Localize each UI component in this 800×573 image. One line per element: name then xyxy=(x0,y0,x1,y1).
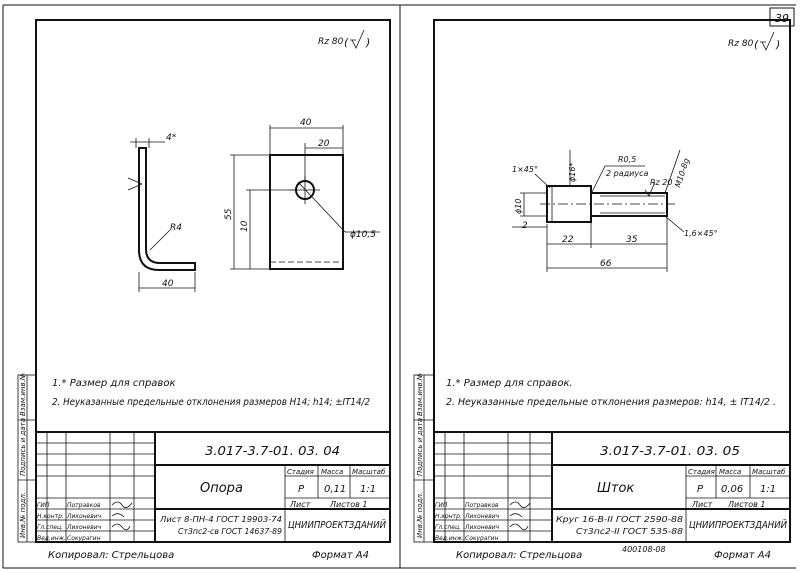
roughness-paren-close-icon-right: ) xyxy=(775,38,780,51)
left-drawing: Rz 80 ( ) 4* R4 40 40 20 55 xyxy=(17,29,391,561)
left-side-label-2: Подпись и дата xyxy=(19,418,27,476)
right-row-2-name: Лихоневич xyxy=(464,513,500,520)
dim-chamfer-right: 1,6×45° xyxy=(684,229,718,238)
right-material-2: Ст3пс2-II ГОСТ 535-88 xyxy=(576,527,683,536)
left-title-block xyxy=(35,431,391,543)
right-mass: 0,06 xyxy=(721,484,743,495)
roughness-paren-icon: ( xyxy=(344,36,349,49)
left-row-1-name: Потравков xyxy=(67,502,101,509)
left-material-1: Лист 8-ПН-4 ГОСТ 19903-74 xyxy=(159,515,282,524)
left-row-3-name: Лихоневич xyxy=(66,524,102,531)
right-row-3-role: Гл.спец. xyxy=(435,524,461,531)
roughness-check-icon xyxy=(350,29,365,49)
roughness-paren-close-icon: ) xyxy=(365,36,370,49)
sheet-borders xyxy=(2,4,796,569)
right-doc-code: 3.017-3.7-01. 03. 05 xyxy=(600,444,740,458)
dim-thickness: 4* xyxy=(166,133,177,143)
right-stamp-number: 400108-08 xyxy=(622,545,666,554)
left-mass-header: Масса xyxy=(321,468,343,476)
dim-height: 55 xyxy=(224,208,234,220)
right-row-3-name: Лихоневич xyxy=(464,524,500,531)
right-stage-header: Стадия xyxy=(688,468,715,476)
dim-hole-offset-x: 20 xyxy=(318,139,330,149)
dim-radius-2: 2 радиуса xyxy=(606,169,648,178)
right-sheets-label: Листов 1 xyxy=(727,500,766,509)
right-format: Формат А4 xyxy=(714,550,771,561)
left-scale-header: Масштаб xyxy=(352,468,386,476)
right-note-2: 2. Неуказанные предельные отклонения раз… xyxy=(446,397,776,408)
dim-rz-local: Rz 20 xyxy=(650,178,672,187)
left-roughness: Rz 80 xyxy=(318,37,344,47)
left-row-3-role: Гл.спец. xyxy=(37,524,63,531)
dim-width-top: 40 xyxy=(300,118,312,128)
dim-length-22: 22 xyxy=(562,235,574,245)
right-note-1: 1.* Размер для справок. xyxy=(446,378,573,389)
right-drawing: Rz 80 ( ) 1×45° ϕ16* R0,5 2 радиуса M10-… xyxy=(413,31,791,561)
right-part-name: Шток xyxy=(597,481,634,496)
signature-marks xyxy=(111,501,133,531)
dim-hole-offset-y: 10 xyxy=(240,220,250,232)
left-stage: Р xyxy=(298,484,305,495)
roughness-paren-icon-right: ( xyxy=(754,38,759,51)
right-side-label-2: Подпись и дата xyxy=(416,418,424,476)
left-org: ЦНИИПРОЕКТЗДАНИЙ xyxy=(288,518,386,531)
right-side-label-3: Взам.инв.№ xyxy=(416,373,424,416)
right-row-2-role: Н.контр. xyxy=(435,513,462,520)
left-mass: 0,11 xyxy=(324,484,346,495)
right-roughness: Rz 80 xyxy=(728,39,754,49)
bracket-side-view xyxy=(138,147,196,271)
left-material-2: Ст3пс2-св ГОСТ 14637-89 xyxy=(178,527,282,536)
left-row-1-role: ГИП xyxy=(37,502,50,509)
right-side-label-1: Инв.№ подл. xyxy=(416,492,424,538)
left-copied-by: Копировал: Стрельцова xyxy=(48,550,174,561)
left-row-4-role: Вед.инж. xyxy=(37,535,66,542)
right-scale-header: Масштаб xyxy=(752,468,786,476)
right-row-4-role: Вед.инж. xyxy=(435,535,464,542)
rod-shank xyxy=(590,192,668,217)
right-sheet-label: Лист xyxy=(691,500,713,509)
right-mass-header: Масса xyxy=(719,468,741,476)
right-material-1: Круг 16-В-II ГОСТ 2590-88 xyxy=(556,515,683,524)
dim-bend-radius: R4 xyxy=(170,223,182,233)
dim-radius-1: R0,5 xyxy=(618,155,636,164)
left-row-2-name: Лихоневич xyxy=(66,513,102,520)
left-sheets-label: Листов 1 xyxy=(329,500,368,509)
dim-chamfer-left: 1×45° xyxy=(512,165,538,174)
right-title-block xyxy=(433,431,791,543)
left-stage-header: Стадия xyxy=(287,468,314,476)
left-scale: 1:1 xyxy=(360,484,376,495)
signature-marks-right xyxy=(509,501,531,531)
dim-leg-width: 40 xyxy=(162,279,174,289)
right-stage: Р xyxy=(697,484,704,495)
dim-shoulder: 2 xyxy=(522,221,528,231)
dim-total-length: 66 xyxy=(600,259,612,269)
right-org: ЦНИИПРОЕКТЗДАНИЙ xyxy=(689,518,787,531)
dim-hole-dia: ϕ10,5 xyxy=(350,230,376,240)
left-side-label-1: Инв.№ подл. xyxy=(19,492,27,538)
section-mark-icon xyxy=(127,177,143,191)
right-copied-by: Копировал: Стрельцова xyxy=(456,550,582,561)
right-scale: 1:1 xyxy=(760,484,776,495)
left-note-2: 2. Неуказанные предельные отклонения раз… xyxy=(52,397,370,408)
dim-dia-small: ϕ10 xyxy=(514,199,523,214)
left-side-label-3: Взам.инв.№ xyxy=(19,373,27,416)
right-row-1-role: ГИП xyxy=(435,502,448,509)
roughness-check-icon-right xyxy=(760,31,775,51)
page-number: 39 xyxy=(775,12,789,25)
right-row-1-name: Потравков xyxy=(465,502,499,509)
left-sheet-label: Лист xyxy=(289,500,311,509)
left-row-4-name: Сокурагин xyxy=(67,535,101,542)
left-note-1: 1.* Размер для справок xyxy=(52,378,175,389)
plate-front-view xyxy=(269,154,344,270)
dim-dia-big: ϕ16* xyxy=(568,163,577,182)
right-row-4-name: Сокурагин xyxy=(465,535,499,542)
dim-length-35: 35 xyxy=(626,235,638,245)
left-row-2-role: Н.контр. xyxy=(37,513,64,520)
left-format: Формат А4 xyxy=(312,550,369,561)
left-part-name: Опора xyxy=(200,481,243,496)
left-doc-code: 3.017-3.7-01. 03. 04 xyxy=(205,444,340,458)
